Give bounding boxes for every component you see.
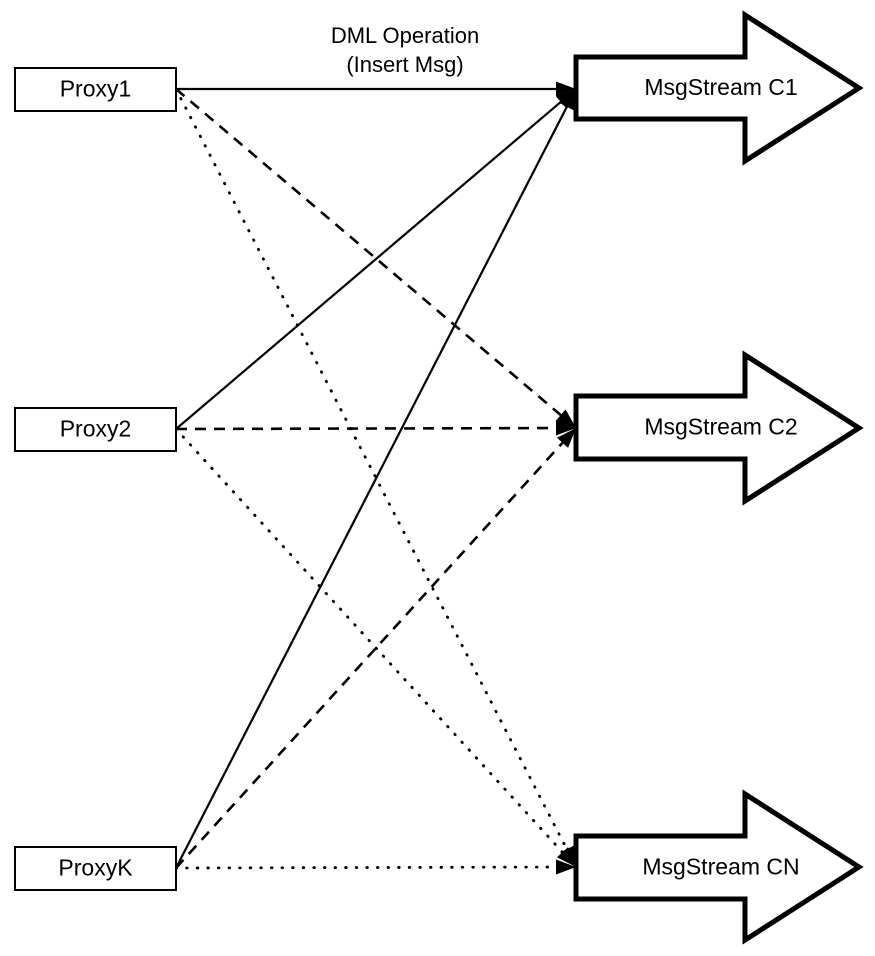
stream-arrow-shape-cn [573, 789, 864, 945]
arrowheads-layer [555, 81, 576, 875]
stream-label-cn: MsgStream CN [642, 854, 799, 880]
proxy-box-proxy2 [14, 407, 177, 452]
proxy-node-proxy2[interactable]: Proxy2 [14, 407, 177, 452]
stream-arrow-shape-c2 [573, 350, 864, 506]
connection-pk-c1 [175, 100, 571, 869]
proxy-box-proxyK [14, 846, 177, 891]
arrowhead-p2-c2 [555, 420, 576, 436]
stream-label-c2: MsgStream C2 [644, 414, 797, 440]
connection-pk-cn [174, 865, 564, 870]
connection-p2-c1 [175, 97, 567, 430]
proxy-label-proxyK: ProxyK [58, 855, 133, 881]
stream-node-cn[interactable]: MsgStream CN [573, 789, 864, 945]
edge-label-dml-operation: DML Operation (Insert Msg) [331, 23, 479, 77]
connection-pk-c2 [175, 437, 568, 869]
connection-p2-cn [174, 427, 568, 859]
arrowhead-p1-c1 [556, 81, 576, 97]
proxy-node-proxyK[interactable]: ProxyK [14, 846, 177, 891]
connection-p2-c2 [175, 426, 563, 431]
arrowhead-p1-c2 [555, 409, 576, 428]
arrowhead-pk-c2 [556, 428, 576, 448]
stream-label-c1: MsgStream C1 [644, 74, 797, 100]
proxy-node-proxy1[interactable]: Proxy1 [14, 67, 177, 112]
arrowhead-p2-cn [556, 847, 576, 867]
connection-p1-cn [174, 87, 571, 856]
proxy-label-proxy2: Proxy2 [60, 416, 132, 442]
connection-p1-c2 [175, 88, 567, 420]
connections-layer [174, 87, 571, 870]
edge-label-line-2: (Insert Msg) [346, 52, 463, 77]
arrowhead-pk-c1 [560, 89, 576, 111]
proxy-label-proxy1: Proxy1 [60, 76, 132, 102]
arrowhead-pk-cn [555, 859, 576, 875]
stream-node-c2[interactable]: MsgStream C2 [573, 350, 864, 506]
stream-node-c1[interactable]: MsgStream C1 [573, 10, 864, 166]
edge-label-line-1: DML Operation [331, 23, 479, 48]
stream-arrow-shape-c1 [573, 10, 864, 166]
proxy-box-proxy1 [14, 67, 177, 112]
streams-layer: MsgStream C1 MsgStream C2 MsgStream CN [573, 10, 864, 945]
